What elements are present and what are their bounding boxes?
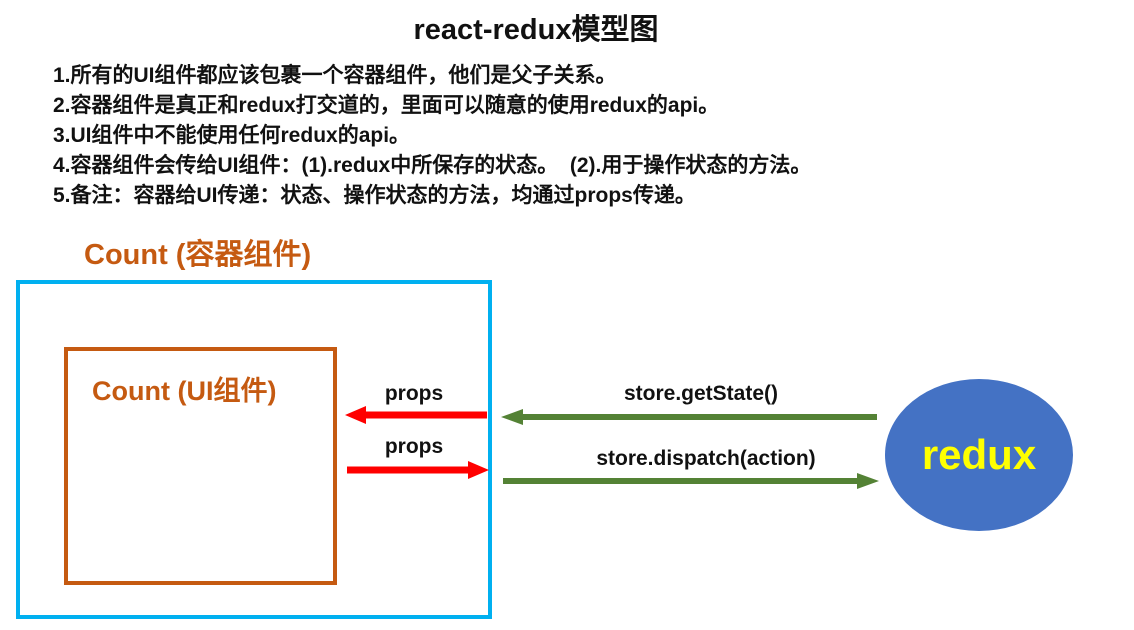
- dispatch-label: store.dispatch(action): [596, 447, 816, 470]
- note-line-2: 2.容器组件是真正和redux打交道的，里面可以随意的使用redux的api。: [53, 94, 720, 117]
- container-box-label: Count (容器组件): [84, 239, 312, 271]
- notes-block: 1.所有的UI组件都应该包裹一个容器组件，他们是父子关系。 2.容器组件是真正和…: [53, 61, 811, 211]
- diagram-title: react-redux模型图: [413, 14, 659, 46]
- note-line-3: 3.UI组件中不能使用任何redux的api。: [53, 124, 411, 147]
- get-state-arrow: [501, 409, 877, 425]
- note-line-1: 1.所有的UI组件都应该包裹一个容器组件，他们是父子关系。: [53, 64, 617, 87]
- props-in-label: props: [384, 382, 444, 405]
- container-component-box: [16, 280, 492, 619]
- note-line-5: 5.备注：容器给UI传递：状态、操作状态的方法，均通过props传递。: [53, 184, 696, 207]
- ui-component-box: Count (UI组件): [64, 347, 337, 585]
- redux-label: redux: [921, 431, 1037, 478]
- dispatch-arrow: [503, 473, 879, 489]
- props-out-label: props: [384, 435, 444, 458]
- get-state-label: store.getState(): [623, 382, 779, 405]
- redux-node: redux: [885, 379, 1073, 531]
- ui-box-label: Count (UI组件): [92, 376, 277, 406]
- note-line-4: 4.容器组件会传给UI组件：(1).redux中所保存的状态。 (2).用于操作…: [53, 154, 812, 177]
